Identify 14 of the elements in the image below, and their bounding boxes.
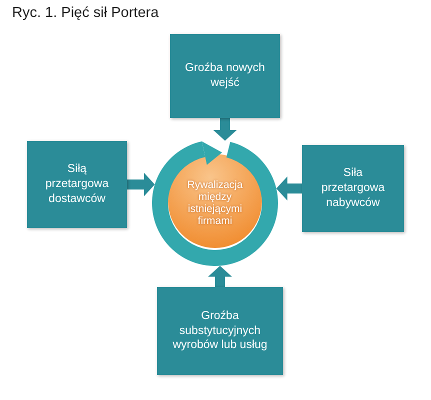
force-box — [170, 34, 280, 118]
box-label: Groźba nowych wejść — [184, 61, 266, 91]
force-box — [157, 287, 283, 375]
arrow — [276, 176, 302, 200]
box-label: Groźba substytucyjnych wyrobów lub usług — [172, 308, 268, 354]
force-box — [27, 141, 127, 228]
box-label: Siłą przetargowa dostawców — [44, 162, 110, 207]
arrow — [213, 118, 237, 141]
arrow — [127, 172, 155, 196]
force-box — [302, 145, 404, 232]
circle-label: Rywalizacja między istniejącymi firmami — [186, 178, 244, 228]
arrow — [208, 266, 232, 287]
box-label: Siła przetargowa nabywców — [320, 166, 386, 211]
figure-title: Ryc. 1. Pięć sił Portera — [12, 5, 159, 21]
